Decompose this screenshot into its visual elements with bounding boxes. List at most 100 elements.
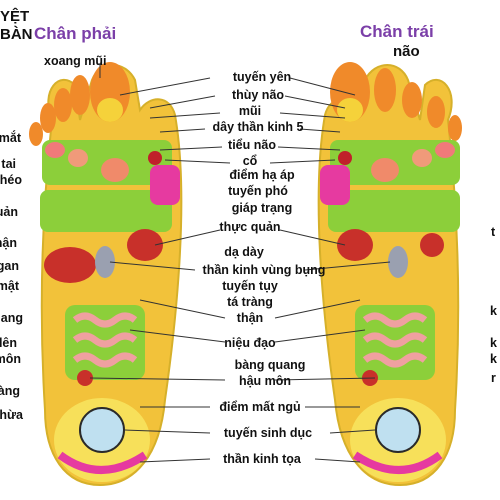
left-toe-3: [402, 82, 422, 118]
left-sciatic-nerve: [352, 451, 443, 474]
leader-line: [274, 377, 376, 381]
left-ear-organ: [412, 149, 432, 167]
leader-line: [139, 458, 211, 463]
edge-label-left: ang: [0, 311, 23, 325]
leader-line: [274, 329, 366, 343]
edge-label-left: gan: [0, 259, 19, 273]
label-day-than-kinh-5: dây thần kinh 5: [212, 120, 304, 134]
leader-lines: [89, 64, 391, 463]
left-toe-4: [427, 96, 445, 128]
label-tuyen-pho: tuyến phó: [228, 184, 288, 198]
leader-line: [279, 229, 346, 246]
leader-line: [289, 77, 356, 96]
right-heel-circle: [79, 407, 125, 453]
leader-line: [279, 112, 346, 119]
right-appendix: [77, 370, 93, 386]
left-shoulder-organ: [371, 158, 399, 182]
leader-line: [269, 159, 336, 164]
label-xoang-mui: xoang mũi: [44, 54, 107, 68]
left-toe-5: [448, 115, 462, 141]
edge-label-left: tai: [1, 157, 16, 171]
left-heart: [420, 233, 444, 257]
leader-line: [124, 429, 211, 434]
edge-label-left: hận: [0, 236, 17, 250]
edge-label-right: k: [490, 352, 497, 366]
label-co: cổ: [242, 154, 258, 168]
label-diem-ha-ap: điểm hạ áp: [229, 168, 295, 182]
leader-line: [129, 329, 226, 343]
left-toe-inner: [337, 98, 363, 122]
edge-label-left: môn: [0, 352, 21, 366]
left-neck-dot: [338, 151, 352, 165]
leader-line: [159, 146, 223, 151]
right-toe-inner: [97, 98, 123, 122]
edge-label-left: lên: [0, 336, 17, 350]
right-foot: [29, 62, 183, 487]
leader-line: [149, 112, 221, 119]
label-bang-quang: bàng quang: [234, 358, 306, 372]
left-green-band-mid: [328, 190, 460, 232]
right-neck-dot: [148, 151, 162, 165]
right-intestine: [72, 312, 138, 368]
edge-label-right: k: [490, 304, 497, 318]
label-hau-mon: hậu môn: [238, 374, 292, 388]
right-eye-organ: [45, 142, 65, 158]
leader-line: [304, 261, 391, 271]
right-toe-4: [40, 103, 56, 133]
edge-label-left: héo: [0, 173, 22, 187]
label-tuyen-yen: tuyến yên: [232, 70, 292, 84]
edge-label-left: quản: [0, 205, 18, 219]
right-sciatic-nerve: [57, 451, 148, 474]
edge-label-left: mật: [0, 279, 19, 293]
right-stomach: [127, 229, 163, 261]
leader-line: [109, 261, 196, 271]
corner-title-line-1: YỆT: [0, 8, 30, 25]
left-kidney: [388, 246, 408, 278]
label-thuc-quan: thực quản: [219, 220, 281, 234]
left-toe-2: [374, 68, 396, 112]
label-nao: não: [393, 43, 420, 60]
left-foot-title: Chân trái: [360, 22, 434, 41]
label-tuyen-tuy: tuyến tụy: [222, 279, 278, 293]
label-thuy-nao: thùy não: [231, 88, 285, 102]
label-nieu-dao: niệu đạo: [224, 336, 276, 350]
right-toe-5: [29, 122, 43, 146]
label-tieu-nao: tiểu não: [228, 138, 276, 152]
leader-line: [284, 95, 346, 109]
right-kidney: [95, 246, 115, 278]
leader-line: [314, 458, 361, 463]
label-diem-mat-ngu: điểm mất ngủ: [219, 400, 301, 414]
right-ear-organ: [68, 149, 88, 167]
right-liver: [44, 247, 96, 283]
left-heel-circle: [375, 407, 421, 453]
leader-line: [89, 377, 226, 381]
edge-label-left: hừa: [0, 408, 23, 422]
right-toe-3: [54, 88, 72, 122]
edge-label-right: k: [490, 336, 497, 350]
leader-line: [139, 299, 226, 319]
leader-line: [299, 128, 341, 133]
edge-label-right: t: [491, 225, 496, 239]
label-giap-trang: giáp trạng: [231, 201, 293, 215]
left-pink-zone: [320, 165, 350, 205]
edge-label-left: mắt: [0, 131, 21, 145]
edge-label-right: r: [491, 371, 496, 385]
leader-line: [149, 95, 216, 109]
label-than-kinh-vung-bung: thần kinh vùng bụng: [202, 263, 326, 277]
right-toe-2: [70, 75, 90, 115]
label-da-day: dạ dày: [224, 245, 264, 259]
corner-title-line-2: BÀN: [0, 26, 33, 43]
right-pink-zone: [150, 165, 180, 205]
left-foot: [317, 62, 462, 487]
right-foot-title: Chân phải: [34, 24, 117, 43]
leader-line: [277, 146, 341, 151]
label-tuyen-sinh-duc: tuyến sinh dục: [223, 426, 313, 440]
leader-line: [329, 429, 376, 434]
label-ta-trang: tá tràng: [227, 295, 273, 309]
right-green-band-mid: [40, 190, 172, 232]
left-intestine: [362, 312, 428, 368]
leader-line: [159, 128, 206, 133]
edge-label-left: àng: [0, 384, 20, 398]
